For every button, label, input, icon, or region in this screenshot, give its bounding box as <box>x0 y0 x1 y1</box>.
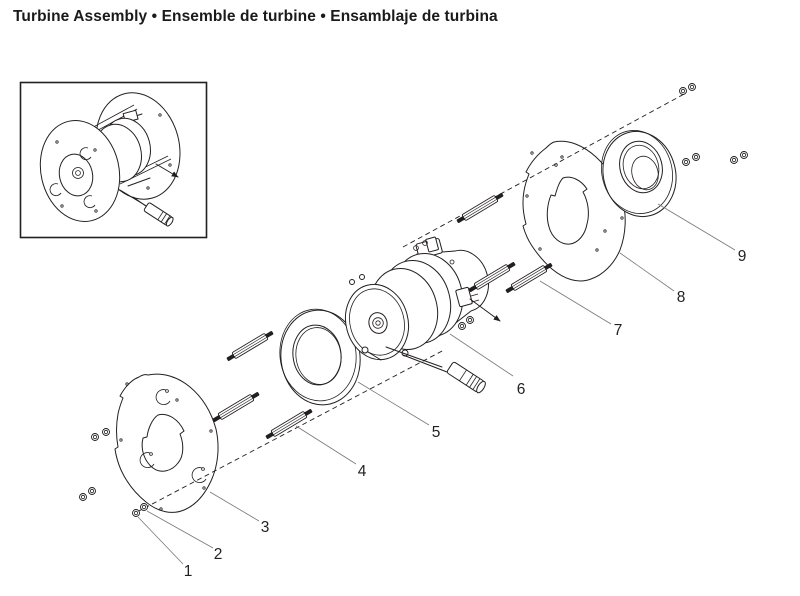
svg-text:4: 4 <box>358 463 367 480</box>
nut <box>679 87 687 95</box>
svg-text:8: 8 <box>677 289 686 306</box>
nut <box>730 156 738 164</box>
svg-text:3: 3 <box>261 519 270 536</box>
callout-4: 4 <box>295 425 367 480</box>
assembled-view-inset <box>19 81 208 239</box>
standoff-bolt <box>225 328 275 364</box>
callout-5: 5 <box>357 381 441 441</box>
svg-text:9: 9 <box>738 248 747 265</box>
nut <box>79 493 87 501</box>
inset-outlet <box>119 189 174 227</box>
nut <box>682 158 690 166</box>
washer <box>692 153 700 161</box>
callout-8: 8 <box>619 252 686 306</box>
standoff-bolt <box>211 389 261 425</box>
washer <box>688 83 696 91</box>
part-1-nut <box>132 509 140 517</box>
motor-outlet-fitting <box>446 361 486 394</box>
callouts: 1 2 3 4 5 6 7 8 <box>137 203 747 580</box>
part-4-standoff-bolt <box>264 406 314 442</box>
part-3-front-plate <box>114 373 219 513</box>
callout-6: 6 <box>449 333 526 398</box>
standoff-bolt <box>455 190 505 226</box>
axis-dashed-line-rear <box>402 92 687 248</box>
svg-text:2: 2 <box>214 546 223 563</box>
washer <box>102 428 110 436</box>
svg-text:6: 6 <box>517 381 526 398</box>
nut <box>91 433 99 441</box>
page-title: Turbine Assembly • Ensemble de turbine •… <box>13 8 498 25</box>
svg-text:7: 7 <box>614 322 623 339</box>
callout-3: 3 <box>209 491 270 536</box>
part-5-gasket-ring <box>279 308 361 406</box>
assembly-direction-arrow <box>469 298 501 322</box>
inset-pointer-arrow <box>155 163 179 178</box>
part-9-seal-ring <box>601 130 677 218</box>
nut <box>458 322 466 330</box>
callout-1: 1 <box>137 516 193 580</box>
callout-9: 9 <box>657 203 747 265</box>
part-2-washer <box>140 503 148 511</box>
inset-front-plate <box>39 120 121 222</box>
part-6-turbine-motor <box>344 236 489 394</box>
svg-text:5: 5 <box>432 424 441 441</box>
callout-2: 2 <box>146 510 223 563</box>
washer <box>88 487 96 495</box>
axis-dashed-line-front <box>136 349 445 513</box>
part-8-rear-plate <box>522 140 626 282</box>
motor-top-bracket <box>413 236 443 259</box>
callout-7: 7 <box>539 280 623 339</box>
washer <box>466 316 474 324</box>
svg-text:1: 1 <box>184 563 193 580</box>
washer <box>740 151 748 159</box>
